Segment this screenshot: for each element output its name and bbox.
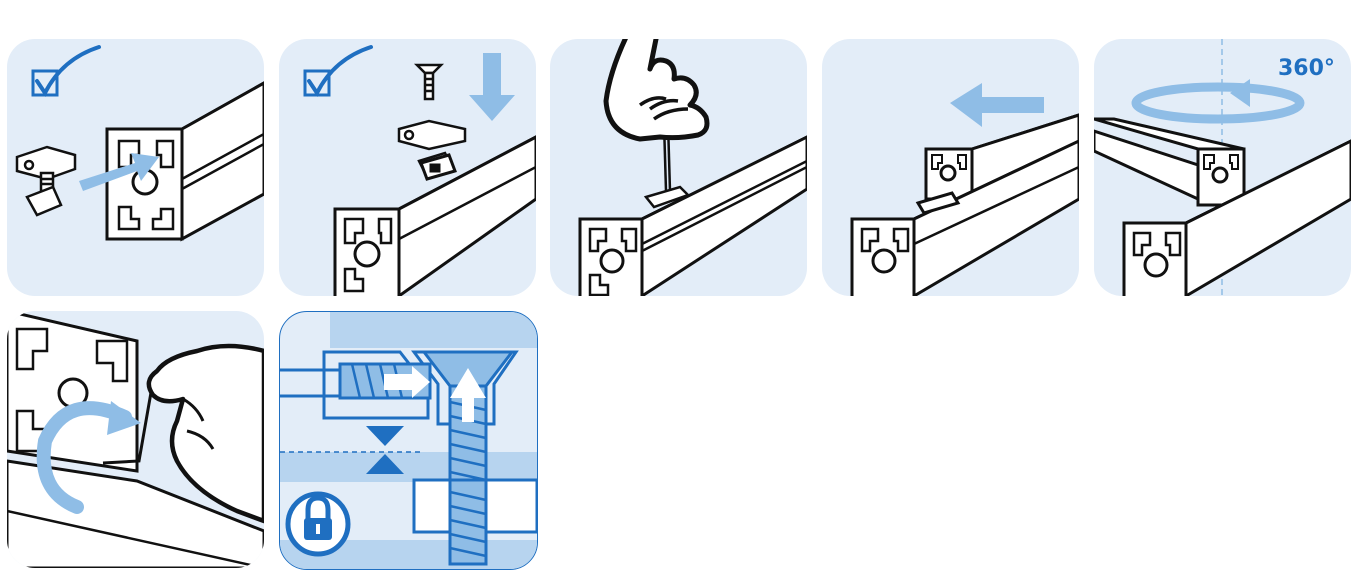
step-3-panel <box>550 39 807 296</box>
step-4-panel <box>822 39 1079 296</box>
step-6-panel <box>7 311 264 568</box>
checkbox-checked-icon <box>303 45 373 97</box>
step-7-panel <box>279 311 538 570</box>
lock-icon <box>285 491 351 557</box>
aluminum-profile-icon <box>105 81 264 242</box>
checkbox-checked-icon <box>31 45 101 97</box>
screw-icon <box>448 478 488 566</box>
aluminum-profile-icon <box>1094 117 1246 207</box>
clamp-gap-icon <box>280 426 420 474</box>
hand-icon <box>146 343 264 524</box>
step-1-panel <box>7 39 264 296</box>
t-slot-nut-icon <box>15 145 77 217</box>
rotate-arrow-icon <box>36 401 141 514</box>
left-arrow-icon <box>950 83 1044 127</box>
aluminum-profile-icon <box>578 135 807 296</box>
rotation-label: 360° <box>1278 56 1335 81</box>
down-arrow-icon <box>469 53 515 121</box>
aluminum-profile-icon <box>333 135 536 296</box>
up-arrow-icon <box>450 368 486 422</box>
aluminum-profile-icon <box>850 139 1079 296</box>
rotate-arrow-icon <box>1131 82 1305 124</box>
step-5-panel: 360° <box>1094 39 1351 296</box>
step-2-panel <box>279 39 536 296</box>
aluminum-profile-icon <box>7 311 264 568</box>
screw-icon <box>413 63 445 101</box>
right-arrow-icon <box>384 366 430 398</box>
insert-arrow-icon <box>79 153 159 191</box>
hand-icon <box>603 39 710 142</box>
aluminum-profile-icon <box>1122 139 1351 296</box>
hex-key-icon <box>102 380 155 465</box>
